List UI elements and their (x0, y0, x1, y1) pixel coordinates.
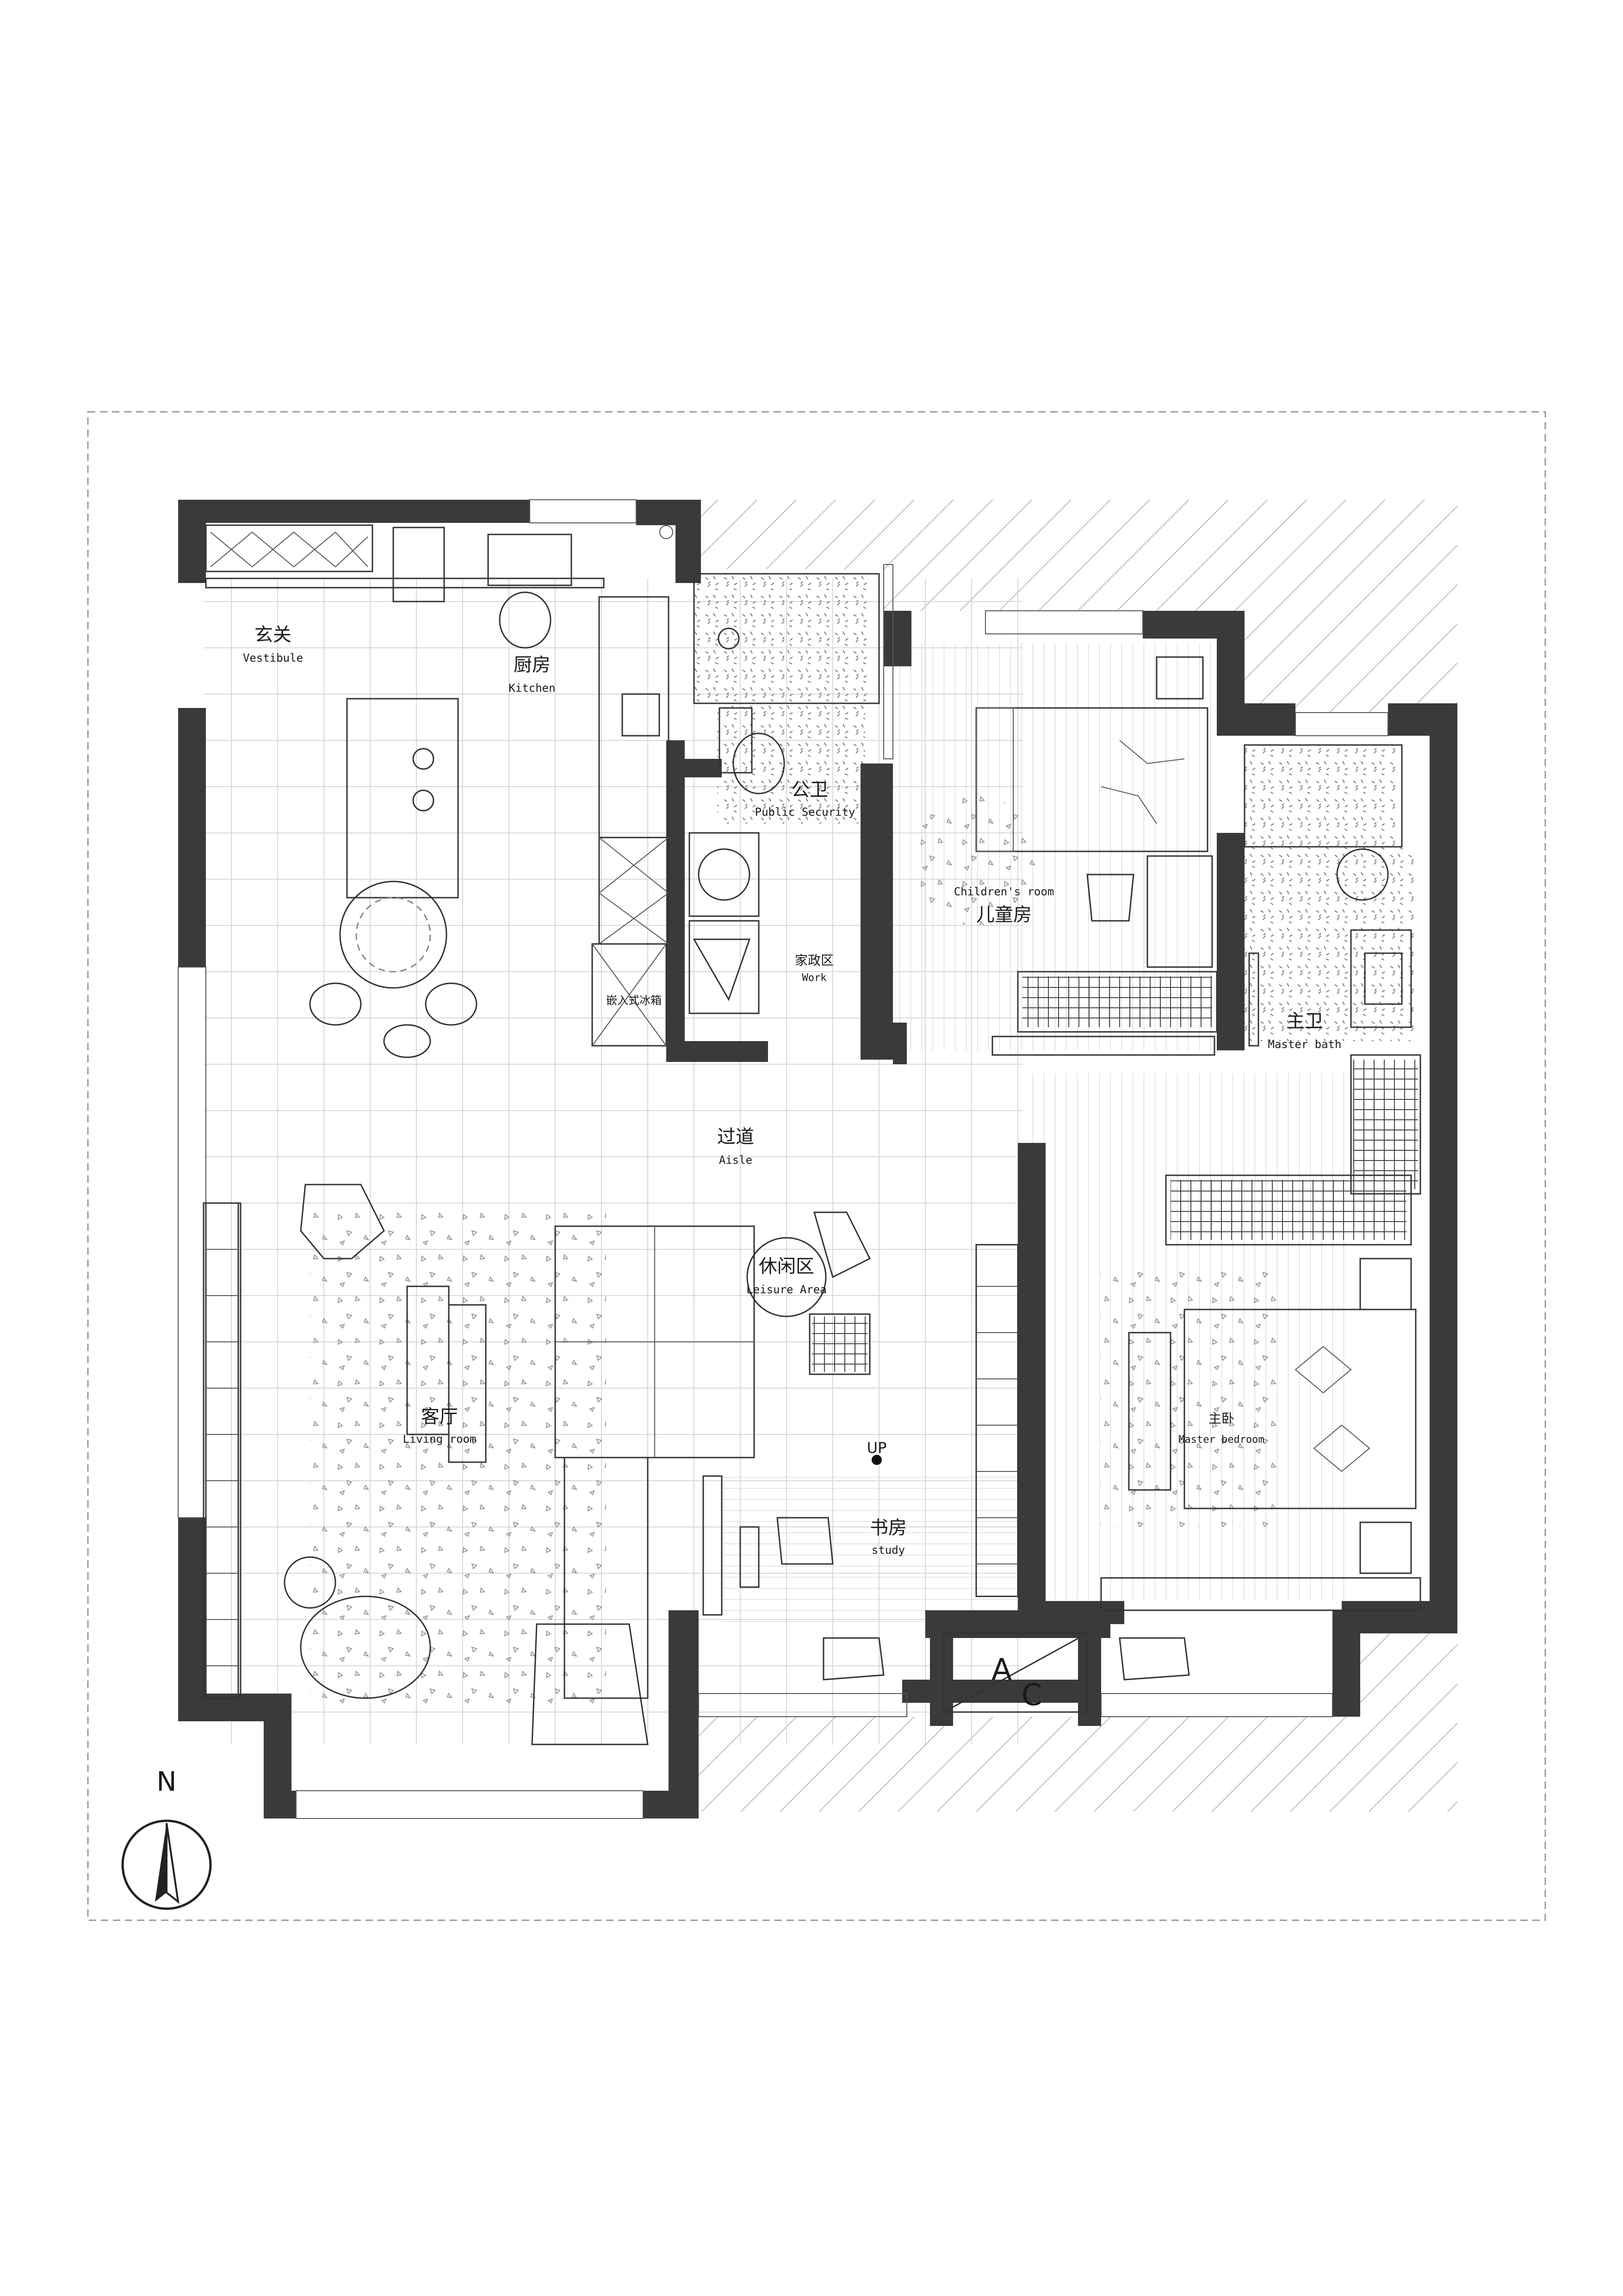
public-bath-label: 公卫 (791, 779, 828, 800)
living-room-label: 客厅 (421, 1406, 458, 1427)
north-arrow: N (121, 1766, 212, 1910)
ac-label-c: C (1022, 1678, 1042, 1713)
kitchen-label-en: Kitchen (508, 682, 555, 695)
sink-icon (412, 789, 434, 812)
mop-sink-icon (693, 938, 751, 1001)
toilet-icon (1336, 848, 1389, 901)
kitchen-label: 厨房 (514, 654, 551, 676)
housework-label-en: Work (802, 972, 827, 984)
fridge-label: 嵌入式冰箱 (606, 994, 662, 1007)
living-room-label-en: Living room (403, 1433, 477, 1446)
lamp-icon (300, 1184, 385, 1260)
exterior-hatch (699, 500, 1457, 1812)
study-label-en: study (872, 1544, 905, 1557)
sink-icon (412, 748, 434, 770)
vestibule-label: 玄关 (254, 624, 291, 645)
toilet-icon (732, 732, 785, 794)
ac-label-a: A (991, 1653, 1012, 1687)
master-bath-label-en: Master bath (1268, 1038, 1342, 1051)
north-label: N (156, 1766, 176, 1797)
master-bed (1183, 1309, 1417, 1509)
pouf-icon (284, 1556, 336, 1609)
windows (178, 499, 1388, 1819)
leisure-label: 休闲区 (759, 1256, 814, 1277)
aisle-label-en: Aisle (719, 1154, 752, 1167)
public-bath-label-en: Public Security (755, 806, 855, 819)
master-bedroom-label: 主卧 (1208, 1411, 1234, 1426)
aisle-label: 过道 (717, 1126, 754, 1148)
child-figure-icon (1101, 740, 1185, 824)
children-room-label: 儿童房 (976, 904, 1032, 925)
vestibule-label-en: Vestibule (243, 652, 303, 664)
leisure-circle (746, 1237, 827, 1317)
chair-icon (1086, 874, 1134, 922)
study-chair-icon (776, 1517, 834, 1565)
round-table-icon (339, 881, 447, 989)
furniture (203, 525, 1421, 1745)
walls (178, 500, 1457, 1818)
master-bedroom-label-en: Master bedroom (1178, 1434, 1264, 1446)
chef-figure-icon (499, 591, 551, 649)
sheet-frame (87, 411, 1546, 1921)
children-room-label-en: Children's room (954, 885, 1054, 898)
study-label: 书房 (870, 1517, 907, 1539)
floor-finishes (204, 574, 1416, 1744)
room-labels: 玄关 Vestibule 厨房 Kitchen 公卫 Public Securi… (243, 624, 1342, 1713)
leisure-label-en: Leisure Area (746, 1283, 826, 1296)
basin-icon (718, 627, 740, 650)
washer-icon (698, 848, 750, 901)
up-label: UP (867, 1439, 887, 1457)
master-bath-label: 主卫 (1286, 1011, 1323, 1032)
lounge-chair-icon (300, 1595, 431, 1699)
up-marker-icon (872, 1455, 882, 1465)
housework-label: 家政区 (795, 953, 834, 968)
